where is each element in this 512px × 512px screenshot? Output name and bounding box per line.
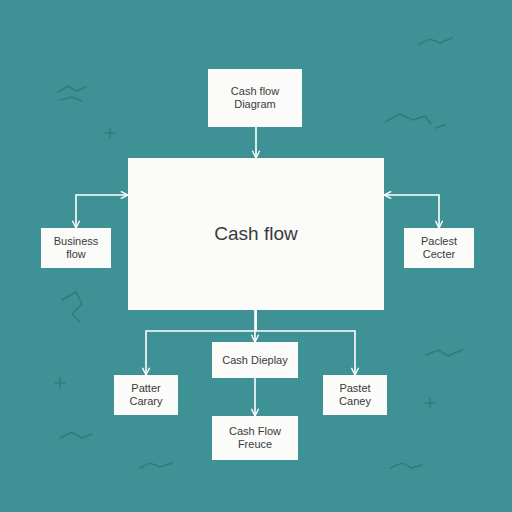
doodle — [385, 114, 431, 124]
doodle — [435, 125, 445, 128]
sparkle — [55, 378, 65, 388]
process-box: Patter Carary — [114, 375, 178, 415]
node-label: Pastet Caney — [330, 382, 380, 407]
connector-arrow — [255, 127, 257, 158]
node-label: Cash flow Diagram — [224, 85, 286, 110]
sparkle — [425, 398, 435, 408]
process-box: Cash Dieplay — [212, 342, 298, 378]
main-box: Cash flow — [128, 158, 384, 310]
process-box: Paclest Cecter — [404, 228, 474, 268]
connector-arrow — [76, 195, 128, 228]
doodle — [60, 432, 92, 438]
process-box: Cash Flow Freuce — [212, 416, 298, 460]
node-label: Cash Dieplay — [222, 354, 287, 367]
doodle — [390, 463, 422, 468]
process-box: Pastet Caney — [323, 375, 387, 415]
sparkle — [105, 128, 115, 138]
node-label: Cash flow — [214, 223, 297, 245]
process-box: Business flow — [41, 228, 111, 268]
connector-arrow — [254, 378, 256, 416]
doodle — [426, 350, 462, 356]
node-label: Paclest Cecter — [411, 235, 467, 260]
node-label: Cash Flow Freuce — [224, 425, 286, 450]
node-label: Patter Carary — [121, 382, 171, 407]
doodle — [140, 463, 172, 468]
doodle — [62, 292, 82, 322]
doodle — [58, 86, 86, 101]
connector-arrow — [384, 195, 439, 228]
title-box: Cash flow Diagram — [208, 69, 302, 127]
doodle — [418, 38, 452, 45]
node-label: Business flow — [48, 235, 104, 260]
